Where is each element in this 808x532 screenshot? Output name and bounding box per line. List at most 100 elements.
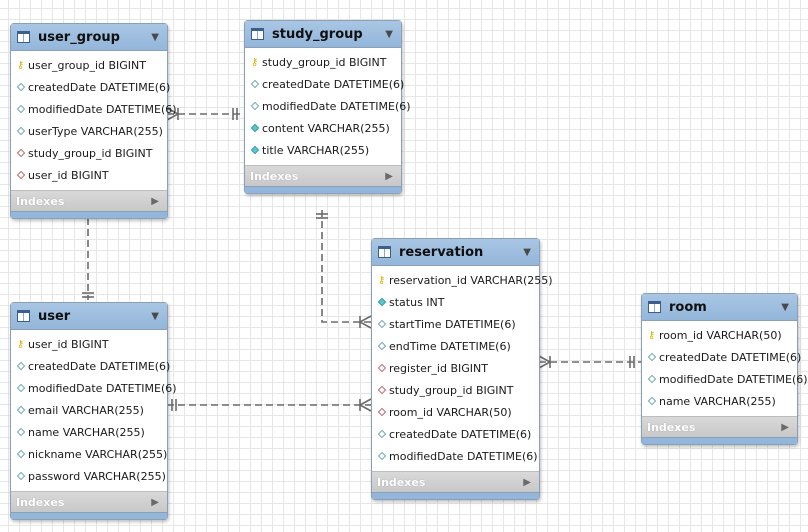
expand-arrow-icon[interactable]: ▶ <box>385 170 393 182</box>
foreign-key-icon <box>377 363 386 373</box>
table-icon <box>251 28 264 40</box>
column-label: modifiedDate DATETIME(6) <box>262 99 411 113</box>
column-row[interactable]: createdDate DATETIME(6) <box>11 355 170 377</box>
column-label: email VARCHAR(255) <box>28 403 144 417</box>
not-null-column-icon <box>250 145 259 155</box>
indexes-label: Indexes <box>647 420 696 434</box>
foreign-key-icon <box>16 170 25 180</box>
indexes-section[interactable]: Indexes ▶ <box>245 165 401 186</box>
column-row[interactable]: content VARCHAR(255) <box>245 117 401 139</box>
column-row[interactable]: study_group_id BIGINT <box>11 142 167 164</box>
column-row[interactable]: ⚷room_id VARCHAR(50) <box>642 324 797 346</box>
indexes-section[interactable]: Indexes ▶ <box>372 471 539 492</box>
column-row[interactable]: status INT <box>372 291 539 313</box>
column-icon <box>16 405 25 415</box>
collapse-arrow-icon[interactable]: ▼ <box>151 310 159 322</box>
table-title: study_group <box>272 26 363 42</box>
column-icon <box>647 352 656 362</box>
table-room[interactable]: room ▼ ⚷room_id VARCHAR(50) createdDate … <box>641 293 808 445</box>
column-row[interactable]: user_id BIGINT <box>11 164 167 186</box>
column-row[interactable]: ⚷user_id BIGINT <box>11 333 167 355</box>
column-icon <box>250 79 259 89</box>
indexes-section[interactable]: Indexes ▶ <box>642 416 797 437</box>
expand-arrow-icon[interactable]: ▶ <box>781 421 789 433</box>
column-row[interactable]: modifiedDate DATETIME(6) <box>372 445 539 467</box>
table-title: user_group <box>38 29 120 45</box>
rel-user-group-study-group[interactable] <box>166 107 244 121</box>
column-row[interactable]: endTime DATETIME(6) <box>372 335 539 357</box>
collapse-arrow-icon[interactable]: ▼ <box>523 246 531 258</box>
column-row[interactable]: nickname VARCHAR(255) <box>11 443 167 465</box>
column-row[interactable]: createdDate DATETIME(6) <box>642 346 801 368</box>
column-icon <box>16 471 25 481</box>
column-label: name VARCHAR(255) <box>659 394 776 408</box>
column-icon <box>647 374 656 384</box>
column-row[interactable]: createdDate DATETIME(6) <box>372 423 539 445</box>
column-icon <box>377 429 386 439</box>
table-icon <box>648 301 661 313</box>
indexes-section[interactable]: Indexes ▶ <box>11 491 167 512</box>
table-icon <box>17 310 30 322</box>
column-label: status INT <box>389 295 445 309</box>
table-title: room <box>669 299 707 315</box>
column-row[interactable]: modifiedDate DATETIME(6) <box>245 95 411 117</box>
column-label: modifiedDate DATETIME(6) <box>28 102 177 116</box>
column-label: endTime DATETIME(6) <box>389 339 511 353</box>
not-null-column-icon <box>377 297 386 307</box>
expand-arrow-icon[interactable]: ▶ <box>151 496 159 508</box>
column-row[interactable]: email VARCHAR(255) <box>11 399 167 421</box>
collapse-arrow-icon[interactable]: ▼ <box>385 28 393 40</box>
column-label: user_id BIGINT <box>28 168 109 182</box>
column-icon <box>377 341 386 351</box>
not-null-column-icon <box>250 123 259 133</box>
indexes-section[interactable]: Indexes ▶ <box>11 190 167 211</box>
table-user-group[interactable]: user_group ▼ ⚷user_group_id BIGINT creat… <box>10 23 177 219</box>
column-row[interactable]: createdDate DATETIME(6) <box>11 76 170 98</box>
table-user[interactable]: user ▼ ⚷user_id BIGINT createdDate DATET… <box>10 302 177 520</box>
column-row[interactable]: name VARCHAR(255) <box>642 390 797 412</box>
column-label: study_group_id BIGINT <box>389 383 514 397</box>
table-icon <box>17 31 30 43</box>
table-header[interactable]: reservation ▼ <box>372 239 539 266</box>
column-row[interactable]: userType VARCHAR(255) <box>11 120 167 142</box>
column-row[interactable]: name VARCHAR(255) <box>11 421 167 443</box>
indexes-label: Indexes <box>377 475 426 489</box>
collapse-arrow-icon[interactable]: ▼ <box>781 301 789 313</box>
column-label: register_id BIGINT <box>389 361 488 375</box>
column-label: modifiedDate DATETIME(6) <box>659 372 808 386</box>
column-row[interactable]: password VARCHAR(255) <box>11 465 167 487</box>
column-row[interactable]: modifiedDate DATETIME(6) <box>642 368 808 390</box>
column-label: title VARCHAR(255) <box>262 143 370 157</box>
column-row[interactable]: ⚷study_group_id BIGINT <box>245 51 401 73</box>
column-row[interactable]: study_group_id BIGINT <box>372 379 539 401</box>
column-row[interactable]: title VARCHAR(255) <box>245 139 401 161</box>
table-study-group[interactable]: study_group ▼ ⚷study_group_id BIGINT cre… <box>244 20 411 194</box>
rel-reservation-room[interactable] <box>538 355 641 369</box>
column-label: createdDate DATETIME(6) <box>389 427 532 441</box>
column-row[interactable]: startTime DATETIME(6) <box>372 313 539 335</box>
table-header[interactable]: user_group ▼ <box>11 24 167 51</box>
column-row[interactable]: ⚷user_group_id BIGINT <box>11 54 167 76</box>
column-row[interactable]: room_id VARCHAR(50) <box>372 401 539 423</box>
column-row[interactable]: register_id BIGINT <box>372 357 539 379</box>
table-header[interactable]: study_group ▼ <box>245 21 401 48</box>
rel-user-reservation[interactable] <box>167 398 372 412</box>
rel-study-group-reservation[interactable] <box>316 210 372 329</box>
column-row[interactable]: createdDate DATETIME(6) <box>245 73 404 95</box>
column-row[interactable]: modifiedDate DATETIME(6) <box>11 377 177 399</box>
table-footer <box>11 512 167 519</box>
rel-user-group-user[interactable] <box>81 206 95 300</box>
column-label: user_group_id BIGINT <box>28 58 146 72</box>
collapse-arrow-icon[interactable]: ▼ <box>151 31 159 43</box>
column-row[interactable]: ⚷reservation_id VARCHAR(255) <box>372 269 553 291</box>
table-header[interactable]: room ▼ <box>642 294 797 321</box>
expand-arrow-icon[interactable]: ▶ <box>151 195 159 207</box>
indexes-label: Indexes <box>16 194 65 208</box>
column-row[interactable]: modifiedDate DATETIME(6) <box>11 98 177 120</box>
column-icon <box>647 396 656 406</box>
column-label: password VARCHAR(255) <box>28 469 166 483</box>
table-header[interactable]: user ▼ <box>11 303 167 330</box>
table-reservation[interactable]: reservation ▼ ⚷reservation_id VARCHAR(25… <box>371 238 553 500</box>
column-icon <box>377 451 386 461</box>
expand-arrow-icon[interactable]: ▶ <box>523 476 531 488</box>
